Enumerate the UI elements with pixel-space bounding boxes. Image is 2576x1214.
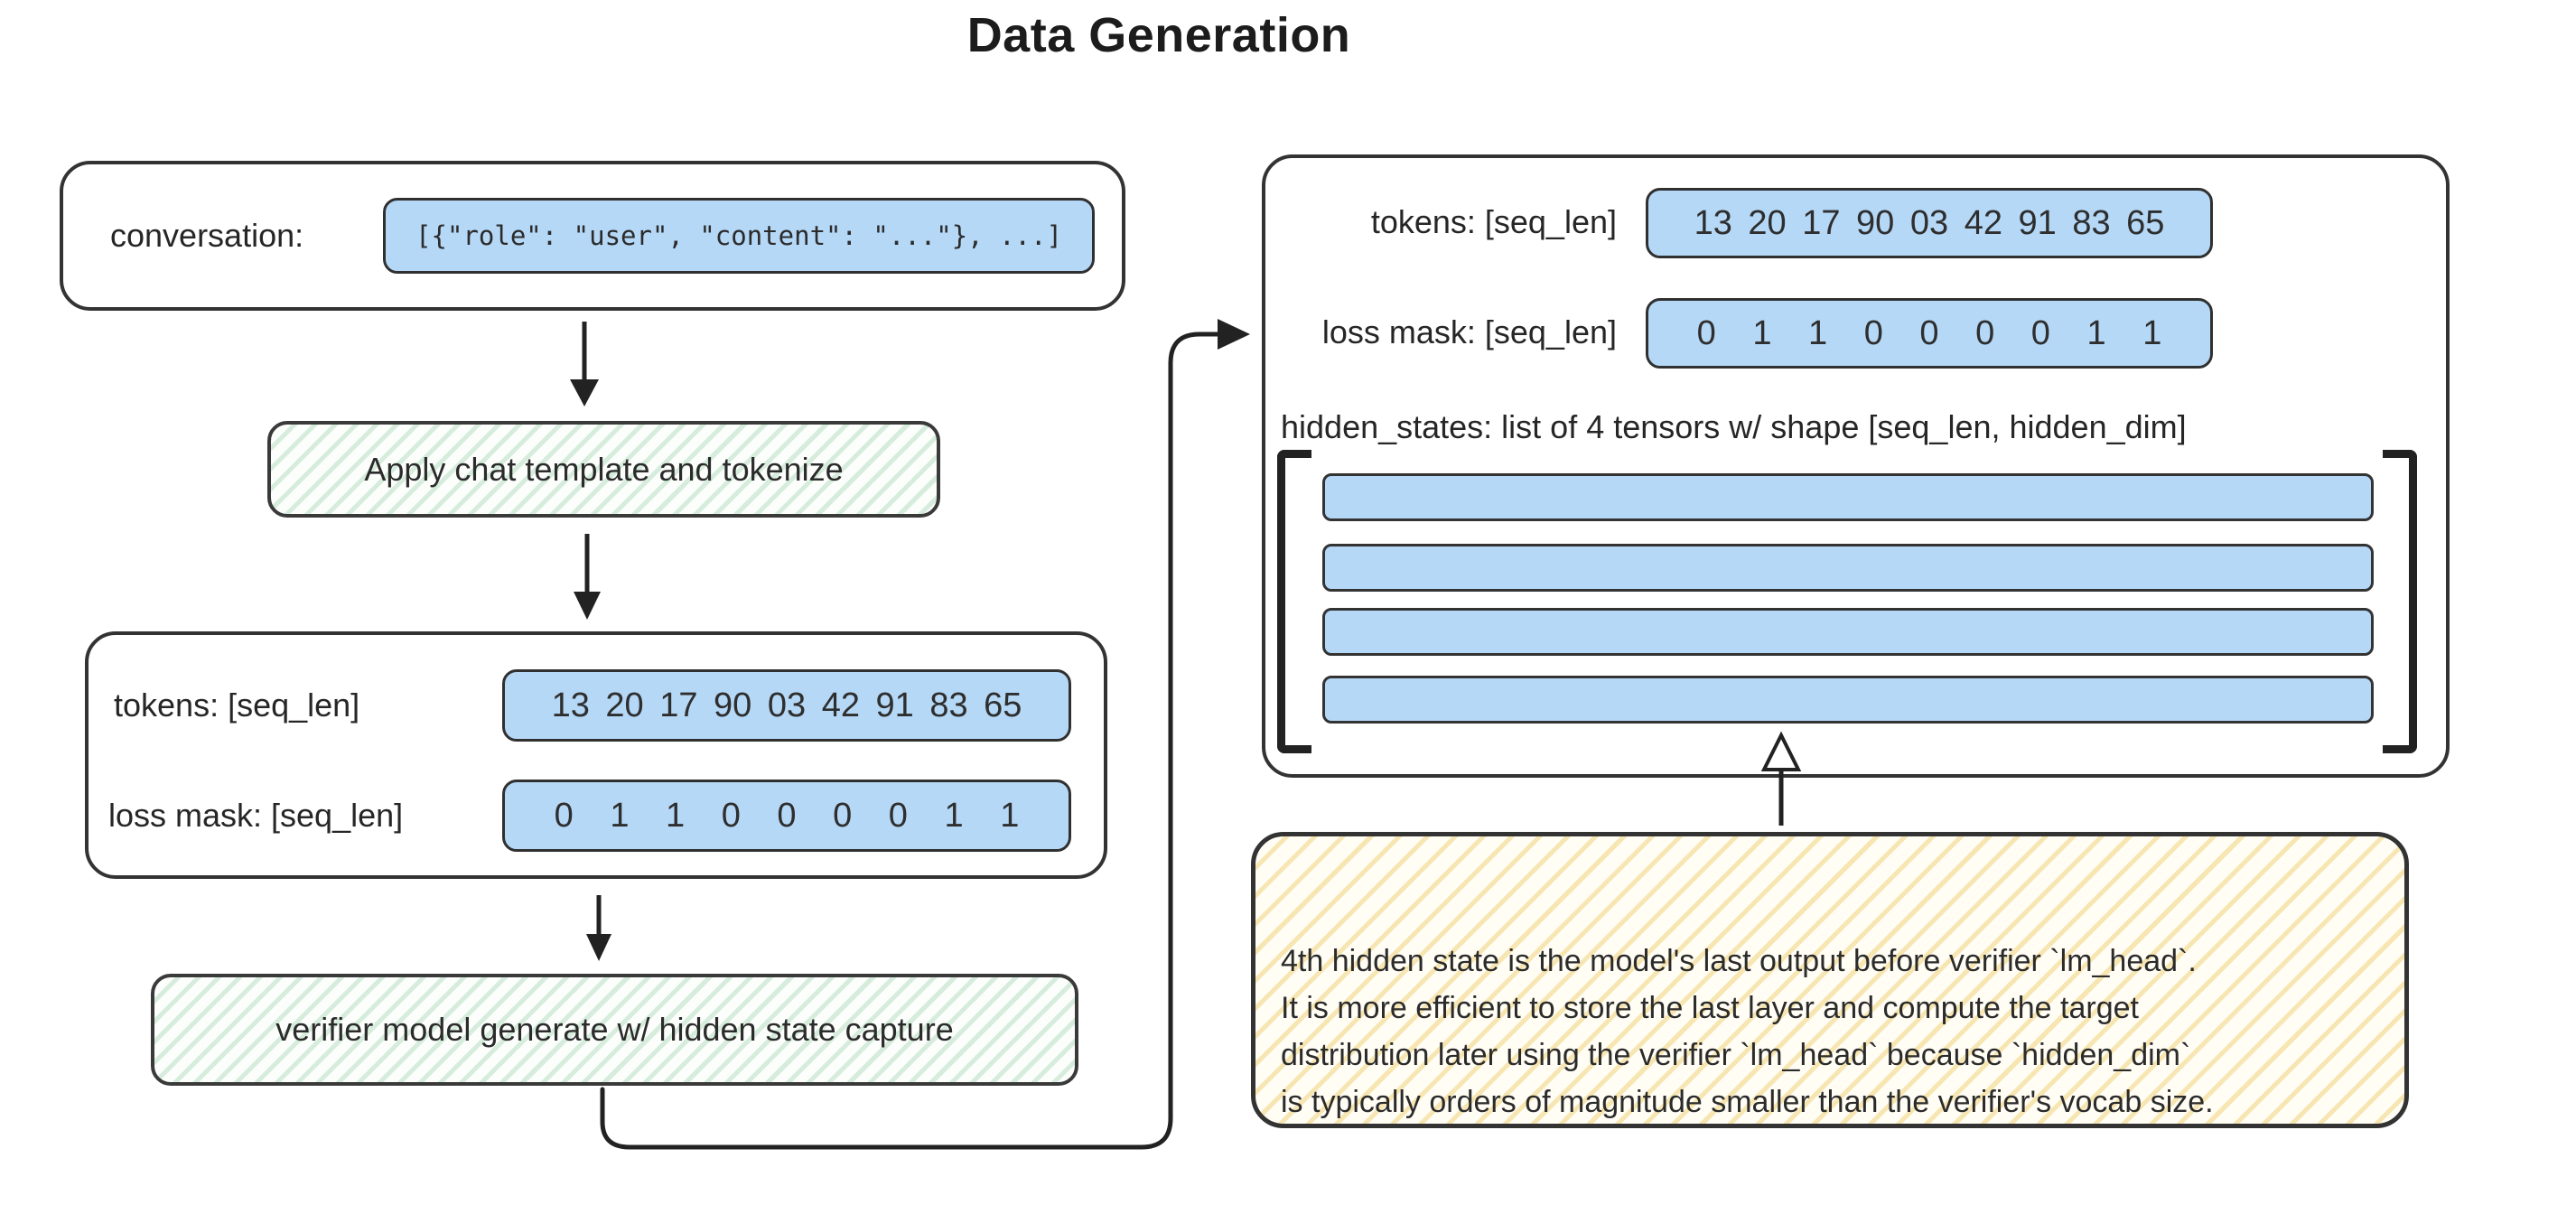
output-loss-mask-label: loss mask: [seq_len] (1321, 313, 1617, 350)
output-loss-mask-values: 0 1 1 0 0 0 0 1 1 (1696, 313, 2162, 352)
tokens-pill: 13 20 17 90 03 42 91 83 65 (502, 669, 1071, 742)
down-arrow-head-icon (574, 592, 601, 620)
output-loss-mask-pill: 0 1 1 0 0 0 0 1 1 (1646, 298, 2213, 369)
hidden-state-tensor-bar (1322, 608, 2374, 656)
apply-chat-template-label: Apply chat template and tokenize (364, 450, 844, 488)
generation-output-box (1262, 154, 2450, 778)
output-tokens-label: tokens: [seq_len] (1370, 203, 1617, 240)
verifier-generate-step: verifier model generate w/ hidden state … (151, 974, 1078, 1086)
loss-mask-pill: 0 1 1 0 0 0 0 1 1 (502, 780, 1071, 852)
verifier-generate-label: verifier model generate w/ hidden state … (275, 1011, 954, 1048)
down-arrow-head-icon (570, 379, 599, 406)
hidden-state-tensor-bar (1322, 676, 2374, 724)
bracket-left-icon (1277, 450, 1311, 753)
output-tokens-values: 13 20 17 90 03 42 91 83 65 (1694, 203, 2165, 242)
conversation-label: conversation: (110, 217, 304, 254)
tokens-label: tokens: [seq_len] (114, 686, 360, 724)
loss-mask-values: 0 1 1 0 0 0 0 1 1 (554, 796, 1020, 835)
hidden-state-tensor-bar (1322, 473, 2374, 521)
note-box: 4th hidden state is the model's last out… (1251, 832, 2409, 1128)
conversation-value: [{"role": "user", "content": "..."}, ...… (415, 220, 1062, 251)
right-arrow-head-icon (1218, 319, 1250, 350)
tokens-values: 13 20 17 90 03 42 91 83 65 (551, 686, 1022, 724)
down-arrow-head-icon (586, 934, 611, 961)
hidden-states-label: hidden_states: list of 4 tensors w/ shap… (1281, 408, 2187, 445)
diagram-title: Data Generation (966, 8, 1351, 62)
apply-chat-template-step: Apply chat template and tokenize (267, 421, 940, 518)
loss-mask-label: loss mask: [seq_len] (108, 797, 404, 834)
output-tokens-pill: 13 20 17 90 03 42 91 83 65 (1646, 188, 2213, 258)
bracket-right-icon (2383, 450, 2417, 753)
note-text: 4th hidden state is the model's last out… (1281, 944, 2214, 1119)
hidden-state-tensor-bar (1322, 544, 2374, 592)
conversation-value-pill: [{"role": "user", "content": "..."}, ...… (383, 198, 1095, 274)
